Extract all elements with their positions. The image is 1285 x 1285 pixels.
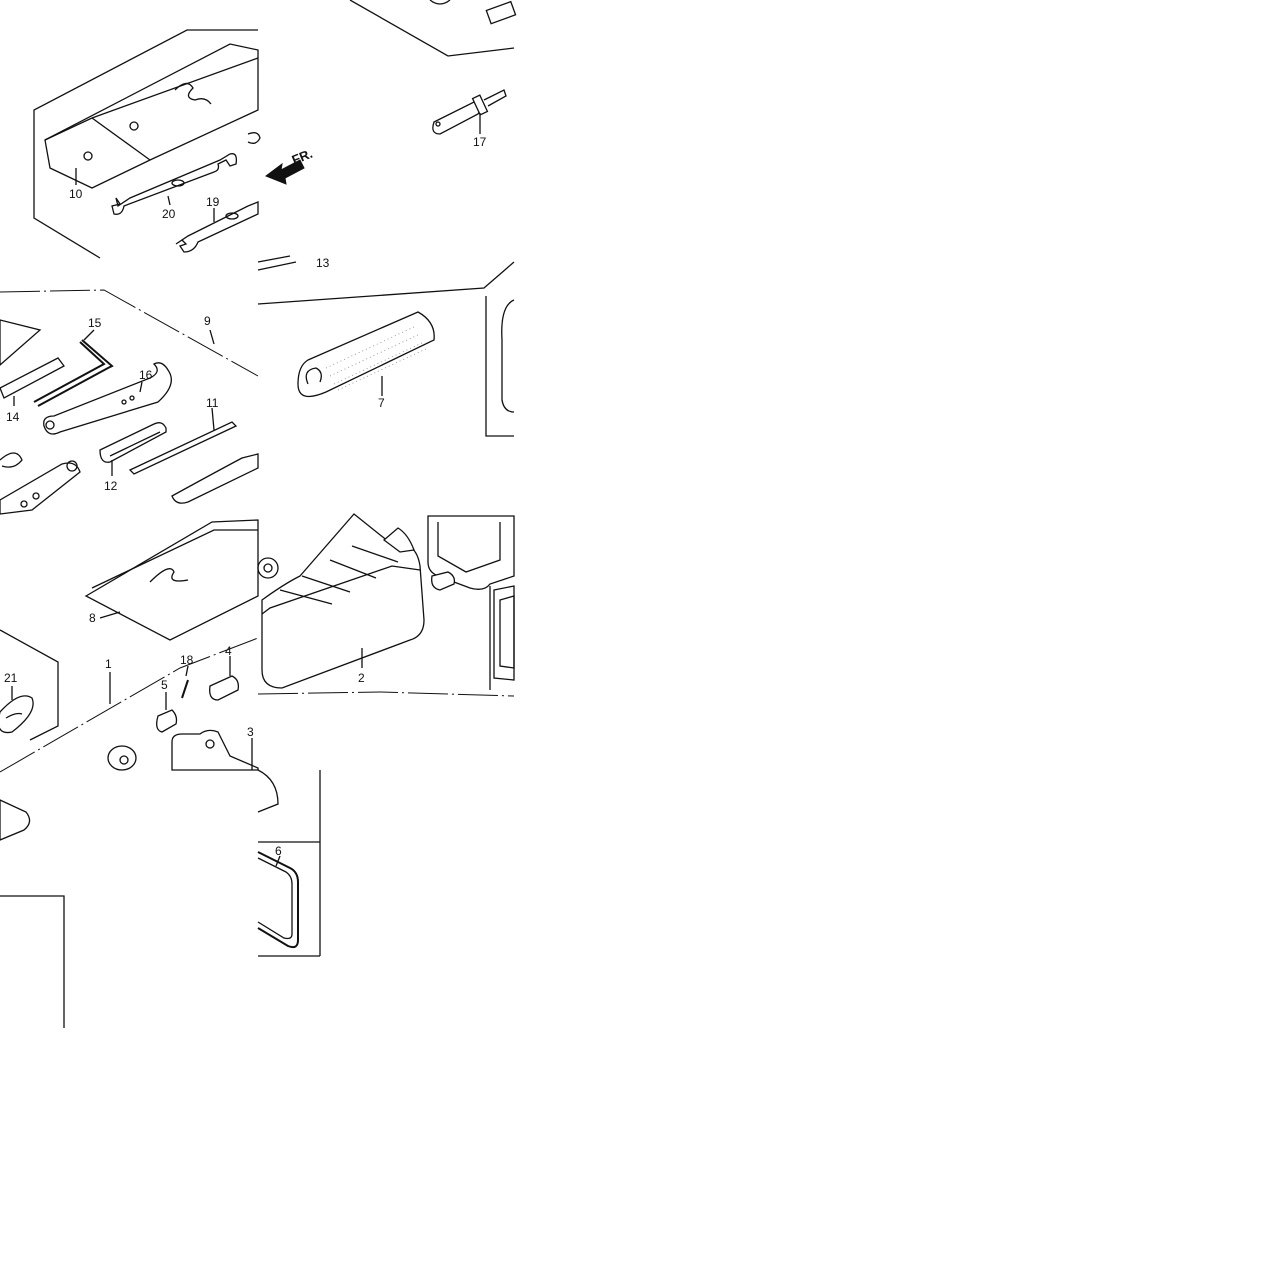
tile-gasket: 6 [257, 769, 321, 957]
wrench-19 [175, 201, 259, 253]
label-5: 5 [161, 678, 168, 692]
part-16-pin-spanner: 16 [43, 362, 172, 435]
label-16: 16 [139, 368, 153, 382]
tile-front-arrow: FR. 17 13 [247, 0, 517, 271]
label-6: 6 [275, 844, 282, 858]
label-13: 13 [316, 256, 330, 270]
part-5-grommet: 5 [156, 678, 178, 733]
part-3-bracket: 3 [171, 725, 259, 771]
tile-tool-bag: 10 20 19 [33, 29, 259, 259]
part-7-foam [297, 311, 435, 398]
part-18-spring: 18 [180, 653, 194, 699]
part-6-gasket [257, 851, 299, 949]
label-21: 21 [4, 671, 18, 685]
label-15: 15 [88, 316, 102, 330]
label-9: 9 [204, 314, 211, 328]
part-21-emblem [0, 695, 34, 734]
part-4-lock: 4 [209, 644, 240, 701]
tile-tools: 14 15 16 11 12 [0, 289, 259, 515]
part-14-bar: 14 [0, 357, 65, 424]
tile-lower-left [0, 799, 65, 1028]
label-4: 4 [225, 644, 232, 658]
part-ring-spanner [0, 460, 81, 515]
tile-manual: 8 21 1 18 4 5 3 [0, 519, 259, 773]
part-12-screwdriver: 12 [99, 422, 167, 493]
label-10: 10 [69, 187, 83, 201]
label-1: 1 [105, 657, 112, 671]
tile-tool-box: 2 [257, 513, 515, 697]
label-8: 8 [89, 611, 96, 625]
label-18: 18 [180, 653, 194, 667]
part-box-frame [427, 515, 515, 590]
part-washer [107, 745, 137, 771]
front-arrow-icon: FR. [264, 146, 315, 185]
part-15-hex-key: 15 [33, 316, 114, 407]
part-8-manual [84, 519, 259, 641]
label-11: 11 [206, 396, 219, 410]
tile-foam-sleeve: 7 [257, 261, 515, 437]
callout-10: 10 [69, 168, 83, 201]
wrench-20 [111, 153, 238, 215]
part-17-pin [432, 89, 507, 135]
part-11-driver-shaft: 11 [128, 396, 238, 475]
tool-bag [44, 43, 259, 189]
callout-19: 19 [206, 195, 220, 222]
label-19: 19 [206, 195, 220, 209]
label-3: 3 [247, 725, 254, 739]
label-12: 12 [104, 479, 118, 493]
label-7: 7 [378, 396, 385, 410]
callout-20: 20 [162, 195, 176, 221]
label-2: 2 [358, 671, 365, 685]
front-arrow-label: FR. [290, 146, 315, 168]
part-2-tool-box [257, 513, 425, 689]
label-14: 14 [6, 410, 20, 424]
label-17: 17 [473, 135, 487, 149]
label-20: 20 [162, 207, 176, 221]
part-pliers [171, 453, 259, 504]
